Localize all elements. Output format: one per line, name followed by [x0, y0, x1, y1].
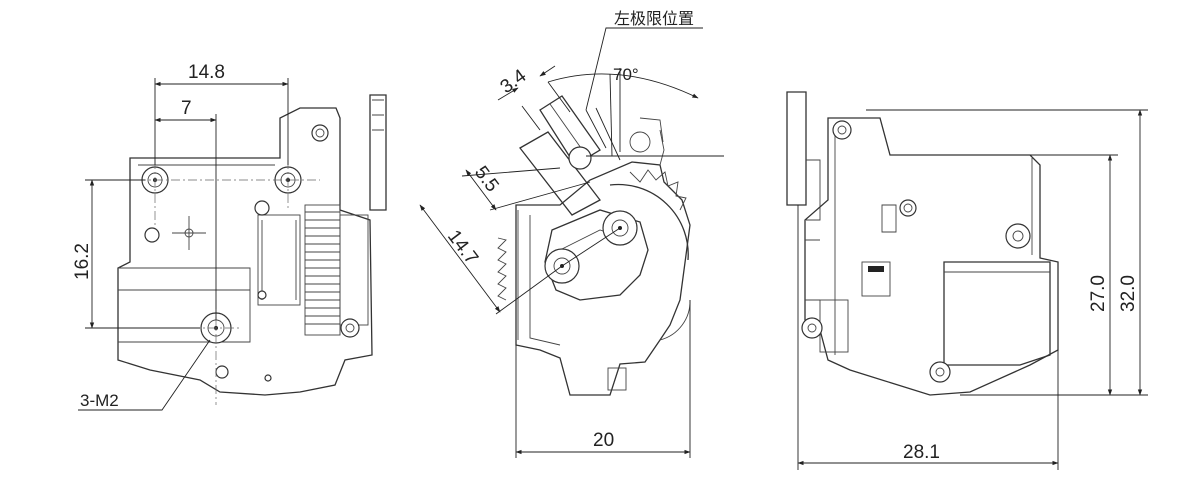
dim-right-inner-height: 27.0 [1088, 275, 1109, 312]
dim-left-offset: 7 [181, 98, 192, 119]
label-left-limit-position: 左极限位置 [614, 9, 694, 28]
dim-right-width: 28.1 [903, 442, 940, 463]
dim-mid-small: 3.4 [497, 65, 531, 98]
label-thread: 3-M2 [80, 391, 119, 410]
left-view [78, 78, 387, 411]
tilted-arm [519, 95, 601, 216]
middle-view [419, 27, 724, 458]
dim-mid-arm: 5.5 [470, 162, 503, 196]
gear-stack [257, 204, 369, 336]
right-view [786, 91, 1148, 470]
dim-left-height: 16.2 [72, 243, 93, 280]
right-dimensions [797, 109, 1148, 470]
middle-dimensions [419, 27, 724, 458]
dim-mid-width: 20 [593, 430, 614, 451]
left-dimensions [78, 78, 289, 411]
gear-sector [497, 169, 689, 301]
dim-mid-radius: 14.7 [443, 226, 482, 268]
dim-right-total-height: 32.0 [1118, 275, 1139, 312]
label-angle: 70° [613, 65, 639, 84]
dim-left-width: 14.8 [188, 62, 225, 83]
